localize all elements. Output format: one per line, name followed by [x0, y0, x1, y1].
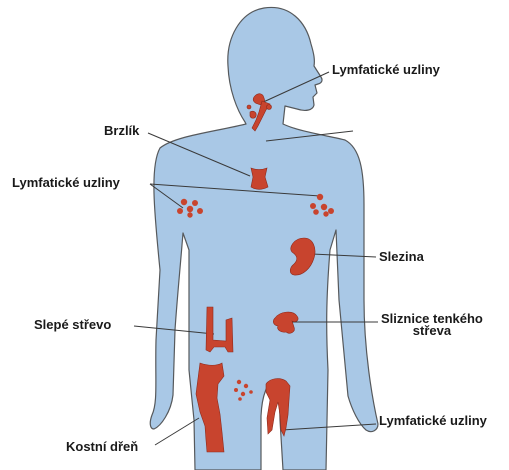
thymus-organ [251, 168, 268, 189]
label-bone-marrow: Kostní dřeň [66, 440, 138, 454]
label-thymus: Brzlík [104, 124, 139, 138]
label-appendix: Slepé střevo [34, 318, 111, 332]
label-intestinal-mucosa-line2: střeva [381, 325, 483, 337]
label-lymph-nodes-armpit: Lymfatické uzliny [12, 176, 120, 190]
label-lymph-nodes-neck: Lymfatické uzliny [332, 63, 440, 77]
label-lymph-nodes-groin: Lymfatické uzliny [379, 414, 487, 428]
label-intestinal-mucosa: Sliznice tenkého střeva [381, 313, 483, 337]
label-spleen: Slezina [379, 250, 424, 264]
